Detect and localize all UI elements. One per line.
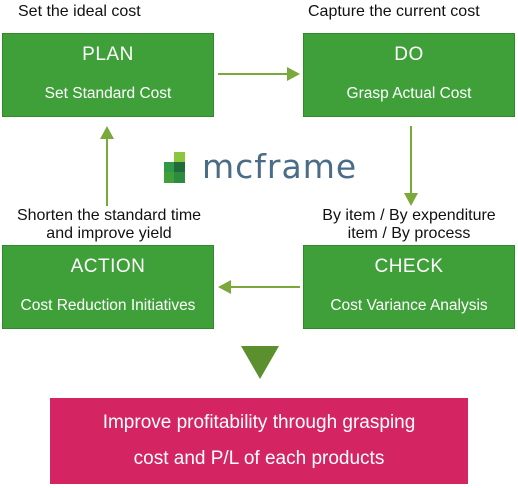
plan-goal-caption: Set the ideal cost <box>18 3 141 20</box>
outcome-line1: Improve profitability through grasping <box>102 412 416 433</box>
do-goal-caption: Capture the current cost <box>308 3 480 20</box>
plan-title: PLAN <box>82 44 134 65</box>
mcframe-logo-mark <box>164 152 196 184</box>
outcome-line2: cost and P/L of each products <box>133 448 385 469</box>
do-to-check-arrow <box>404 126 418 206</box>
outcome-box: Improve profitability through grasping c… <box>50 398 468 484</box>
check-subtitle: Cost Variance Analysis <box>330 297 488 314</box>
check-note-line1: By item / By expenditure <box>322 207 496 224</box>
mcframe-logo-text: mcframe <box>202 147 358 186</box>
plan-box: PLAN Set Standard Cost <box>2 33 214 117</box>
plan-subtitle: Set Standard Cost <box>44 85 172 102</box>
check-title: CHECK <box>374 256 444 277</box>
action-subtitle: Cost Reduction Initiatives <box>20 297 196 314</box>
do-title: DO <box>394 44 424 65</box>
plan-to-do-arrow <box>218 67 300 81</box>
outcome-down-arrow <box>241 346 279 379</box>
check-note: By item / By expenditure item / By proce… <box>300 207 518 243</box>
action-title: ACTION <box>70 256 146 277</box>
action-box: ACTION Cost Reduction Initiatives <box>2 245 214 329</box>
do-subtitle: Grasp Actual Cost <box>346 85 472 102</box>
check-box: CHECK Cost Variance Analysis <box>303 245 515 329</box>
action-to-plan-arrow <box>100 126 114 206</box>
action-note-line2: and improve yield <box>46 225 172 242</box>
check-to-action-arrow <box>218 280 300 294</box>
action-note-line1: Shorten the standard time <box>16 207 202 224</box>
check-note-line2: item / By process <box>347 225 471 242</box>
action-note: Shorten the standard time and improve yi… <box>0 207 218 243</box>
do-box: DO Grasp Actual Cost <box>303 33 515 117</box>
